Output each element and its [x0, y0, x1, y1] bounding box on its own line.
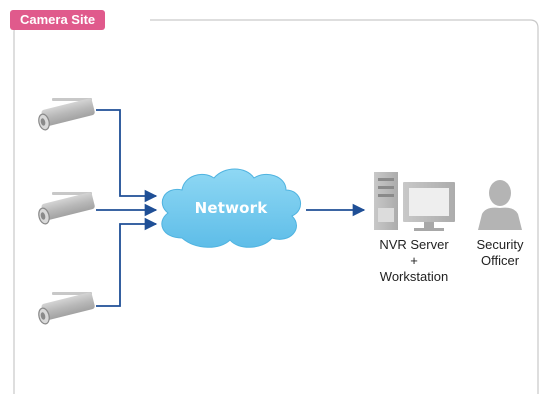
- camera-site-label: Camera Site: [10, 10, 106, 30]
- camera-1-connector: [96, 109, 158, 203]
- security-officer-caption: Security Officer: [462, 237, 538, 269]
- network-label: Network: [194, 199, 268, 217]
- camera-icon: [38, 292, 95, 325]
- monitor-icon: [403, 182, 455, 231]
- camera-icon: [38, 192, 95, 225]
- person-icon: [478, 180, 522, 230]
- officer-caption-line-2: Officer: [480, 253, 520, 268]
- nvr-caption-line-1: NVR Server: [379, 237, 449, 252]
- server-tower-icon: [374, 172, 398, 230]
- nvr-caption-line-3: Workstation: [379, 269, 449, 284]
- officer-caption-line-1: Security: [476, 237, 524, 252]
- camera-icon: [38, 98, 95, 131]
- nvr-server-caption: NVR Server + Workstation: [362, 237, 466, 285]
- camera-3-connector: [96, 217, 158, 307]
- nvr-caption-line-2: +: [410, 253, 418, 268]
- cloud-icon: [161, 168, 301, 248]
